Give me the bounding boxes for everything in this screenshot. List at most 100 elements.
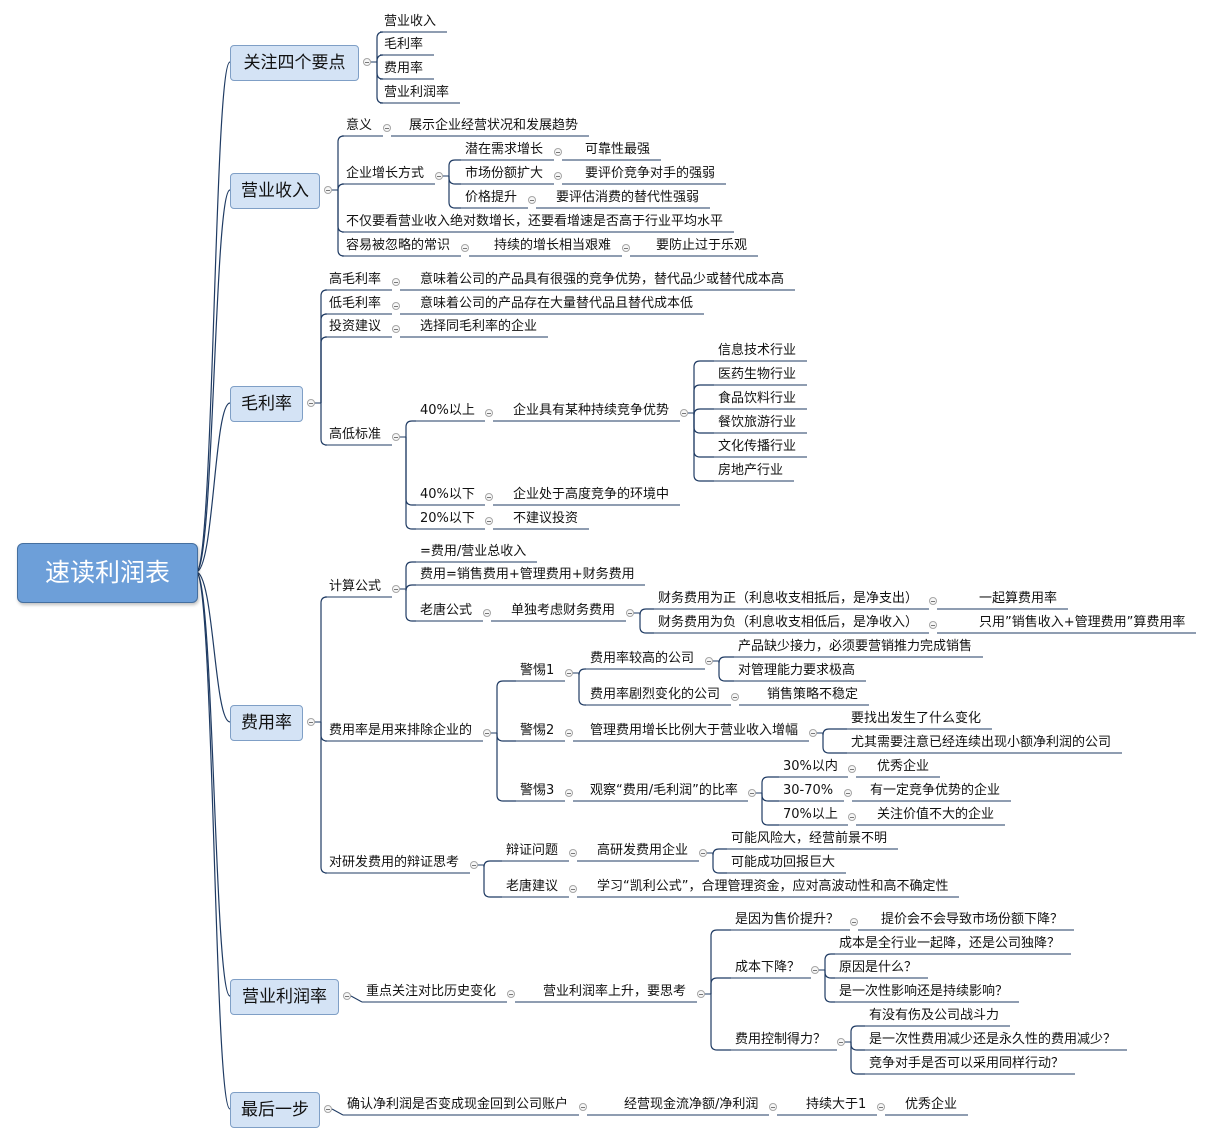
topic-5-0-0-0-0[interactable]: 优秀企业	[905, 1097, 958, 1112]
topic-3-2-0-0[interactable]: 高研发费用企业	[597, 843, 689, 858]
topic-2-3-0-0-5[interactable]: 房地产行业	[718, 463, 784, 478]
topic-0-1[interactable]: 毛利率	[384, 37, 424, 52]
collapse-toggle-icon[interactable]	[461, 244, 469, 252]
topic-3-1-2-0-2[interactable]: 70%以上	[783, 807, 838, 822]
collapse-toggle-icon[interactable]	[470, 861, 478, 869]
main-topic-2[interactable]: 营业收入	[230, 173, 320, 209]
collapse-toggle-icon[interactable]	[324, 186, 332, 194]
collapse-toggle-icon[interactable]	[554, 148, 562, 156]
topic-3-0-2-0-1-0[interactable]: 只用”销售收入+管理费用”算费用率	[979, 615, 1186, 630]
topic-3-2-1[interactable]: 老唐建议	[506, 879, 559, 894]
collapse-toggle-icon[interactable]	[307, 399, 315, 407]
topic-3-0-0[interactable]: =费用/营业总收入	[420, 544, 527, 559]
collapse-toggle-icon[interactable]	[811, 966, 819, 974]
collapse-toggle-icon[interactable]	[485, 517, 493, 525]
topic-4-0-0-0[interactable]: 是因为售价提升？	[735, 912, 840, 927]
topic-4-0-0[interactable]: 营业利润率上升，要思考	[543, 984, 687, 999]
topic-3-1-1-0[interactable]: 管理费用增长比例大于营业收入增幅	[590, 723, 799, 738]
collapse-toggle-icon[interactable]	[392, 325, 400, 333]
topic-2-3-1-0[interactable]: 企业处于高度竞争的环境中	[513, 487, 670, 502]
topic-1-1-2-0[interactable]: 要评估消费的替代性强弱	[556, 190, 700, 205]
collapse-toggle-icon[interactable]	[705, 657, 713, 665]
topic-5-0-0-0[interactable]: 持续大于1	[806, 1097, 867, 1112]
topic-3-2-0-0-0[interactable]: 可能风险大，经营前景不明	[731, 831, 888, 846]
topic-3-1-2-0-0[interactable]: 30%以内	[783, 759, 838, 774]
main-topic-6[interactable]: 最后一步	[230, 1092, 320, 1128]
collapse-toggle-icon[interactable]	[392, 585, 400, 593]
topic-3-0-1[interactable]: 费用=销售费用+管理费用+财务费用	[420, 567, 635, 582]
topic-2-3-1[interactable]: 40%以下	[420, 487, 475, 502]
topic-3-0-2-0[interactable]: 单独考虑财务费用	[511, 603, 616, 618]
topic-4-0-0-2-2[interactable]: 竞争对手是否可以采用同样行动？	[869, 1056, 1065, 1071]
collapse-toggle-icon[interactable]	[435, 172, 443, 180]
topic-3-2-0[interactable]: 辩证问题	[506, 843, 559, 858]
topic-2-3-0-0-4[interactable]: 文化传播行业	[718, 439, 797, 454]
collapse-toggle-icon[interactable]	[507, 990, 515, 998]
topic-4-0-0-2-0[interactable]: 有没有伤及公司战斗力	[869, 1008, 1000, 1023]
topic-3-1-2-0-2-0[interactable]: 关注价值不大的企业	[877, 807, 995, 822]
collapse-toggle-icon[interactable]	[622, 244, 630, 252]
topic-3-0-2-0-1[interactable]: 财务费用为负（利息收支相低后，是净收入）	[658, 615, 919, 630]
collapse-toggle-icon[interactable]	[343, 992, 351, 1000]
topic-3-0[interactable]: 计算公式	[329, 579, 382, 594]
topic-2-2[interactable]: 投资建议	[329, 319, 382, 334]
topic-5-0-0[interactable]: 经营现金流净额/净利润	[624, 1097, 759, 1112]
collapse-toggle-icon[interactable]	[565, 789, 573, 797]
topic-0-0[interactable]: 营业收入	[384, 14, 437, 29]
topic-3-0-2-0-0[interactable]: 财务费用为正（利息收支相抵后，是净支出）	[658, 591, 919, 606]
topic-4-0-0-1-1[interactable]: 原因是什么？	[839, 960, 918, 975]
collapse-toggle-icon[interactable]	[392, 278, 400, 286]
collapse-toggle-icon[interactable]	[569, 885, 577, 893]
collapse-toggle-icon[interactable]	[697, 990, 705, 998]
collapse-toggle-icon[interactable]	[929, 597, 937, 605]
topic-1-3-0-0[interactable]: 要防止过于乐观	[656, 238, 748, 253]
topic-3-2[interactable]: 对研发费用的辩证思考	[329, 855, 460, 870]
topic-1-0[interactable]: 意义	[346, 118, 373, 133]
topic-2-0-0[interactable]: 意味着公司的产品具有很强的竞争优势，替代品少或替代成本高	[420, 272, 785, 287]
topic-3-1-1-0-1[interactable]: 尤其需要注意已经连续出现小额净利润的公司	[851, 735, 1112, 750]
collapse-toggle-icon[interactable]	[844, 789, 852, 797]
topic-3-2-1-0[interactable]: 学习“凯利公式”，合理管理资金，应对高波动性和高不确定性	[597, 879, 949, 894]
main-topic-1[interactable]: 关注四个要点	[230, 45, 359, 81]
topic-2-3-2-0[interactable]: 不建议投资	[513, 511, 579, 526]
topic-3-1-1[interactable]: 警惕2	[520, 723, 555, 738]
topic-4-0-0-1[interactable]: 成本下降？	[735, 960, 801, 975]
topic-2-3[interactable]: 高低标准	[329, 427, 382, 442]
collapse-toggle-icon[interactable]	[565, 669, 573, 677]
topic-4-0-0-1-2[interactable]: 是一次性影响还是持续影响？	[839, 984, 1009, 999]
collapse-toggle-icon[interactable]	[324, 1105, 332, 1113]
collapse-toggle-icon[interactable]	[392, 302, 400, 310]
topic-3-2-0-0-1[interactable]: 可能成功回报巨大	[731, 855, 836, 870]
main-topic-3[interactable]: 毛利率	[230, 386, 303, 422]
topic-3-0-2-0-0-0[interactable]: 一起算费用率	[979, 591, 1058, 606]
topic-3-0-2[interactable]: 老唐公式	[420, 603, 473, 618]
topic-4-0-0-2-1[interactable]: 是一次性费用减少还是永久性的费用减少？	[869, 1032, 1117, 1047]
collapse-toggle-icon[interactable]	[569, 849, 577, 857]
topic-0-2[interactable]: 费用率	[384, 61, 424, 76]
topic-3-1-0-0[interactable]: 费用率较高的公司	[590, 651, 695, 666]
topic-4-0-0-1-0[interactable]: 成本是全行业一起降，还是公司独降？	[839, 936, 1061, 951]
topic-1-3[interactable]: 容易被忽略的常识	[346, 238, 451, 253]
collapse-toggle-icon[interactable]	[748, 789, 756, 797]
topic-1-1-1[interactable]: 市场份额扩大	[465, 166, 544, 181]
collapse-toggle-icon[interactable]	[579, 1103, 587, 1111]
topic-2-2-0[interactable]: 选择同毛利率的企业	[420, 319, 538, 334]
topic-0-3[interactable]: 营业利润率	[384, 85, 450, 100]
collapse-toggle-icon[interactable]	[483, 609, 491, 617]
topic-2-0[interactable]: 高毛利率	[329, 272, 382, 287]
topic-2-3-0-0[interactable]: 企业具有某种持续竞争优势	[513, 403, 670, 418]
collapse-toggle-icon[interactable]	[383, 124, 391, 132]
collapse-toggle-icon[interactable]	[699, 849, 707, 857]
topic-2-3-0[interactable]: 40%以上	[420, 403, 475, 418]
topic-3-1-2-0-1-0[interactable]: 有一定竞争优势的企业	[870, 783, 1001, 798]
collapse-toggle-icon[interactable]	[837, 1038, 845, 1046]
topic-2-3-2[interactable]: 20%以下	[420, 511, 475, 526]
topic-1-1-1-0[interactable]: 要评价竞争对手的强弱	[585, 166, 716, 181]
main-topic-5[interactable]: 营业利润率	[230, 979, 339, 1015]
topic-1-1-2[interactable]: 价格提升	[465, 190, 518, 205]
topic-4-0-0-0-0[interactable]: 提价会不会导致市场份额下降？	[881, 912, 1064, 927]
topic-3-1-2-0-1[interactable]: 30-70%	[783, 783, 834, 798]
topic-3-1-0-0-1[interactable]: 对管理能力要求极高	[738, 663, 856, 678]
topic-1-1-0[interactable]: 潜在需求增长	[465, 142, 544, 157]
collapse-toggle-icon[interactable]	[363, 58, 371, 66]
